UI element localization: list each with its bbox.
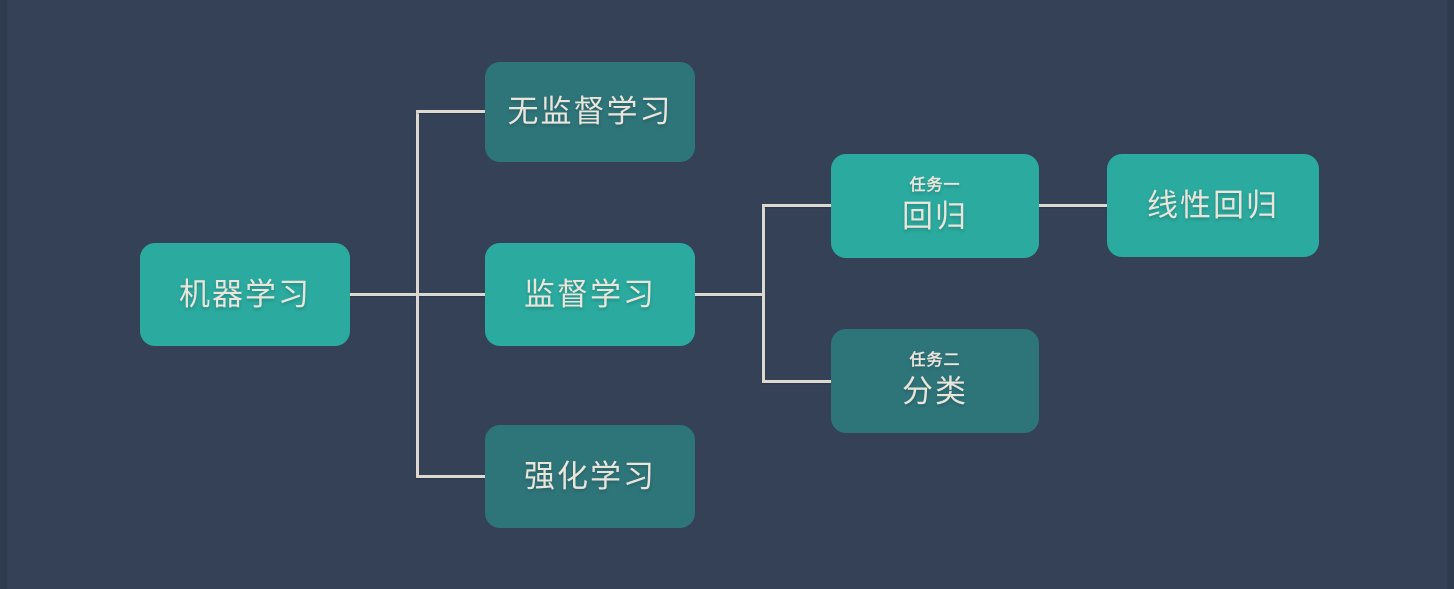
node-label: 分类 [902, 373, 968, 409]
node-tag: 任务一 [909, 177, 961, 195]
node-label: 强化学习 [524, 458, 656, 494]
left-edge-strip [0, 0, 7, 589]
connector-unsupervised-branch [417, 110, 485, 113]
node-label: 线性回归 [1147, 187, 1279, 223]
node-label: 监督学习 [524, 276, 656, 312]
node-supervised-learning[interactable]: 监督学习 [485, 243, 695, 346]
connector-reinforcement-branch [417, 475, 485, 478]
node-regression[interactable]: 任务一 回归 [831, 154, 1039, 258]
node-label: 无监督学习 [507, 94, 673, 130]
node-tag: 任务二 [909, 352, 961, 370]
right-edge-strip [1447, 0, 1454, 589]
node-label: 机器学习 [179, 276, 311, 312]
node-machine-learning[interactable]: 机器学习 [140, 243, 350, 346]
connector-linear-regression [1039, 204, 1107, 207]
connector-level1-trunk [416, 110, 419, 478]
node-classification[interactable]: 任务二 分类 [831, 329, 1039, 433]
connector-regression-branch [764, 204, 831, 207]
connector-classification-branch [764, 380, 831, 383]
node-unsupervised-learning[interactable]: 无监督学习 [485, 62, 695, 162]
node-linear-regression[interactable]: 线性回归 [1107, 154, 1319, 257]
node-label: 回归 [902, 198, 968, 234]
node-reinforcement-learning[interactable]: 强化学习 [485, 425, 695, 528]
connector-level2-trunk [762, 204, 765, 383]
connector-supervised-trunk [695, 293, 764, 296]
